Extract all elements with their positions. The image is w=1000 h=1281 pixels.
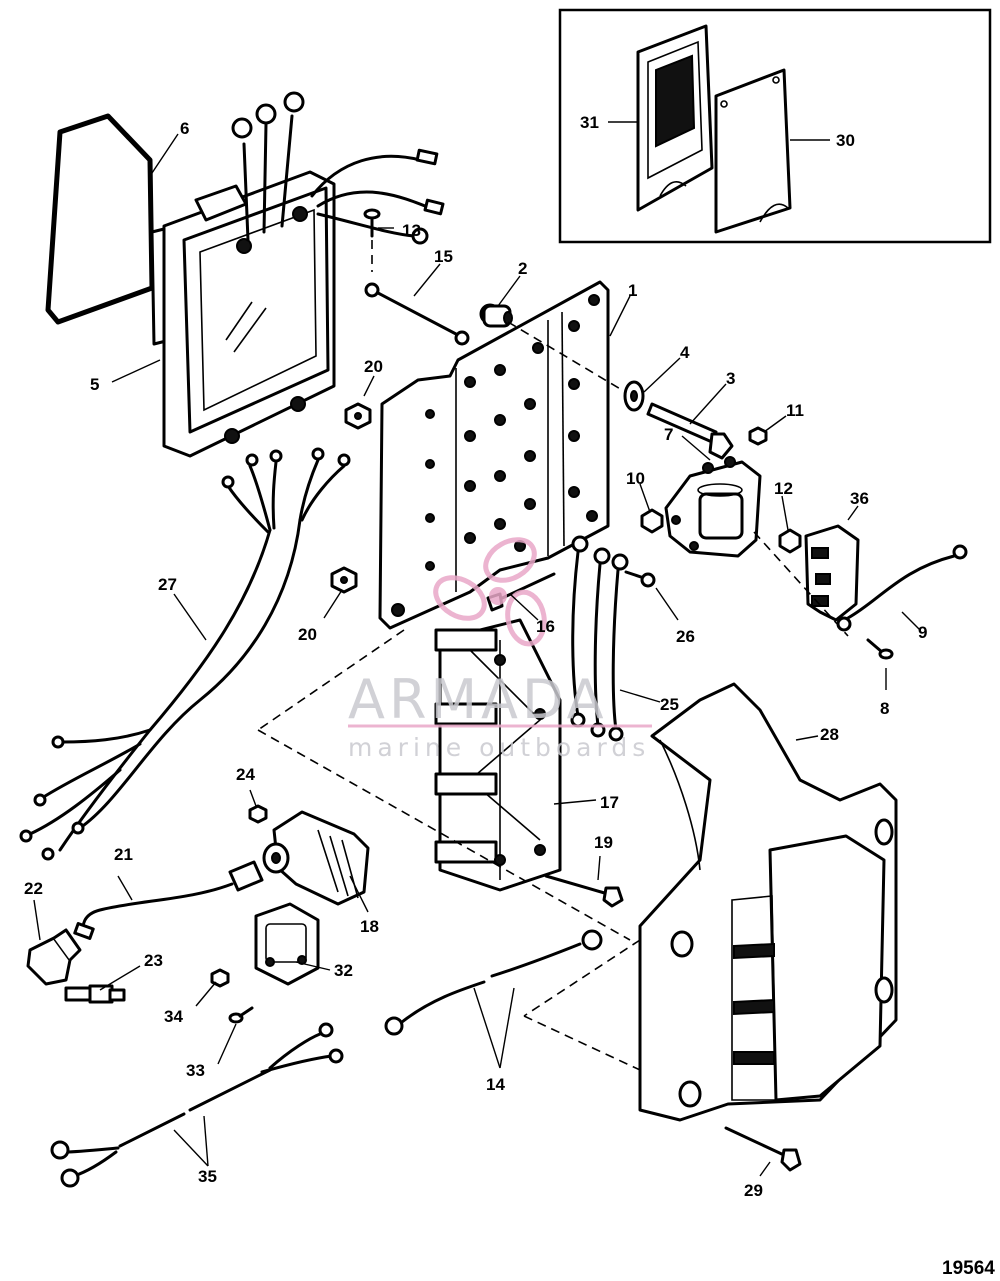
watermark-tagline: marine outboards xyxy=(348,733,650,762)
screw-19 xyxy=(544,874,624,908)
callout-26: 26 xyxy=(676,627,695,646)
leader-lines xyxy=(33,121,921,1177)
callout-5: 5 xyxy=(90,375,99,394)
callout-20-upper: 20 xyxy=(364,357,383,376)
callout-27: 27 xyxy=(158,575,177,594)
nut-11 xyxy=(748,426,768,446)
module-5 xyxy=(150,91,445,458)
callout-28: 28 xyxy=(820,725,839,744)
harness-35 xyxy=(50,1022,344,1188)
callout-33: 33 xyxy=(186,1061,205,1080)
nut-20-upper xyxy=(344,402,372,430)
callout-21: 21 xyxy=(114,845,133,864)
terminal-block-36 xyxy=(804,524,860,622)
spark-plug-lead-21 xyxy=(73,860,264,940)
callout-34: 34 xyxy=(164,1007,183,1026)
gasket-30 xyxy=(714,68,792,234)
wire-9 xyxy=(836,544,968,632)
nut-24 xyxy=(248,804,268,824)
callout-15: 15 xyxy=(434,247,453,266)
callout-17: 17 xyxy=(600,793,619,812)
callout-9: 9 xyxy=(918,623,927,642)
armada-watermark: ARMADA marine outboards xyxy=(348,537,652,762)
spark-plug-23 xyxy=(64,984,126,1004)
bracket-17 xyxy=(434,618,562,892)
washer-4 xyxy=(623,380,645,412)
callout-32: 32 xyxy=(334,961,353,980)
ground-straps-25 xyxy=(570,535,629,742)
screw-13 xyxy=(363,208,381,238)
callout-11: 11 xyxy=(786,401,804,420)
callout-3: 3 xyxy=(726,369,735,388)
solenoid-7 xyxy=(664,456,762,558)
callout-10: 10 xyxy=(626,469,645,488)
callout-22: 22 xyxy=(24,879,43,898)
nut-10 xyxy=(640,508,664,534)
watermark-brand: ARMADA xyxy=(348,668,608,731)
callout-19: 19 xyxy=(594,833,613,852)
callout-12: 12 xyxy=(774,479,793,498)
callout-36: 36 xyxy=(850,489,869,508)
inset-frame xyxy=(558,8,992,244)
callout-13: 13 xyxy=(402,221,421,240)
gasket-6 xyxy=(45,113,155,325)
callout-24: 24 xyxy=(236,765,255,784)
callout-23: 23 xyxy=(144,951,163,970)
callout-20-lower: 20 xyxy=(298,625,317,644)
ground-wire-15 xyxy=(364,282,470,346)
callout-16: 16 xyxy=(536,617,555,636)
callout-31: 31 xyxy=(580,113,599,132)
screw-26 xyxy=(624,570,656,588)
propeller-logo xyxy=(433,537,547,647)
bolt-3 xyxy=(646,402,734,460)
callout-8: 8 xyxy=(880,699,889,718)
mounting-plate-1 xyxy=(378,280,610,630)
callout-7: 7 xyxy=(664,425,673,444)
screw-8 xyxy=(866,638,894,660)
bushing-2 xyxy=(479,303,513,328)
callout-29: 29 xyxy=(744,1181,763,1200)
callout-2: 2 xyxy=(518,259,527,278)
callout-30: 30 xyxy=(836,131,855,150)
screw-29 xyxy=(724,1126,802,1172)
nut-12 xyxy=(778,528,802,554)
plug-boot-22 xyxy=(26,928,82,986)
callout-35: 35 xyxy=(198,1167,217,1186)
callout-14: 14 xyxy=(486,1075,505,1094)
callout-18: 18 xyxy=(360,917,379,936)
ignition-coil-18 xyxy=(262,810,370,906)
battery-cable-14 xyxy=(384,929,603,1036)
callout-4: 4 xyxy=(680,343,690,362)
module-32 xyxy=(254,902,320,986)
gasket-31 xyxy=(636,24,714,212)
screw-33 xyxy=(228,1006,254,1024)
callout-1: 1 xyxy=(628,281,637,300)
callout-6: 6 xyxy=(180,119,189,138)
cover-28 xyxy=(638,682,898,1122)
drawing-reference-number: 19564 xyxy=(942,1258,995,1279)
callout-labels: 1 2 3 4 5 6 7 8 9 10 11 12 13 14 15 16 1… xyxy=(24,113,927,1200)
callout-25: 25 xyxy=(660,695,679,714)
harness-27 xyxy=(19,447,351,861)
nut-20-lower xyxy=(330,566,358,594)
